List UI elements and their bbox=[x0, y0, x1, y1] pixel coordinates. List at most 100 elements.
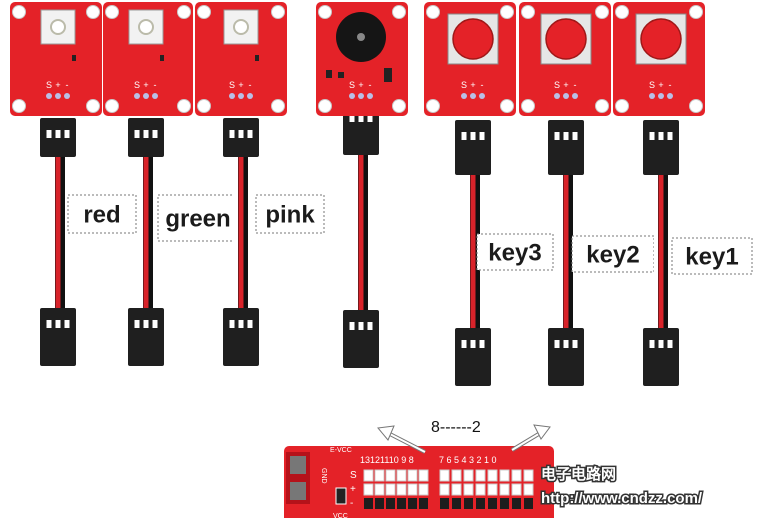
pin-range-annotation: 8------2 bbox=[377, 419, 551, 454]
header-s-pin bbox=[374, 469, 385, 482]
label-box bbox=[255, 194, 325, 234]
connector-pin bbox=[470, 340, 476, 348]
pin-hole bbox=[479, 93, 485, 99]
header-minus-pin bbox=[488, 498, 497, 509]
header-s-pin bbox=[463, 469, 474, 482]
header-minus-pin bbox=[464, 498, 473, 509]
connector-pin bbox=[461, 340, 467, 348]
header-plus-pin bbox=[374, 483, 385, 496]
header-s-pin bbox=[385, 469, 396, 482]
row-label-minus: - bbox=[350, 498, 353, 509]
pin-hole bbox=[229, 93, 235, 99]
led-lens bbox=[50, 19, 66, 35]
mounting-hole bbox=[86, 5, 100, 19]
header-plus-pin bbox=[363, 483, 374, 496]
pin-hole bbox=[46, 93, 52, 99]
watermark-url: http://www.cndzz.com/ bbox=[541, 490, 703, 507]
connector-pin bbox=[479, 132, 485, 140]
connector-housing bbox=[643, 328, 679, 386]
pin-hole bbox=[247, 93, 253, 99]
led-lens bbox=[233, 19, 249, 35]
pcb-board bbox=[103, 2, 193, 116]
mounting-hole bbox=[177, 5, 191, 19]
connector-housing bbox=[643, 120, 679, 175]
pcb-board bbox=[195, 2, 287, 116]
smd-component bbox=[255, 55, 259, 61]
header-s-pin bbox=[439, 469, 450, 482]
cable-red-wire bbox=[563, 173, 569, 328]
pin-label-plus: + bbox=[563, 80, 568, 90]
button-cap bbox=[640, 18, 682, 60]
pin-label-s: S bbox=[349, 80, 355, 90]
cable-white-wire bbox=[234, 155, 238, 308]
connector-pin bbox=[479, 340, 485, 348]
mounting-hole bbox=[689, 5, 703, 19]
cable-red-wire bbox=[55, 155, 61, 308]
label-box bbox=[67, 194, 137, 234]
header-minus-pin bbox=[440, 498, 449, 509]
pin-hole bbox=[572, 93, 578, 99]
mounting-hole bbox=[271, 99, 285, 113]
terminal-screw bbox=[290, 482, 306, 500]
pin-label-minus: - bbox=[154, 80, 157, 90]
connector-pin bbox=[358, 322, 364, 330]
header-s-pin bbox=[396, 469, 407, 482]
buzzer-hole bbox=[357, 33, 365, 41]
header-minus-pin bbox=[524, 498, 533, 509]
connector-housing bbox=[548, 328, 584, 386]
connector-pin bbox=[134, 320, 140, 328]
connector-pin bbox=[649, 340, 655, 348]
pin-hole bbox=[554, 93, 560, 99]
pin-hole bbox=[367, 93, 373, 99]
pin-label-s: S bbox=[554, 80, 560, 90]
pin-hole bbox=[461, 93, 467, 99]
module-led-3: S+-pink bbox=[195, 2, 325, 366]
header-plus-pin bbox=[487, 483, 498, 496]
pin-label-minus: - bbox=[669, 80, 672, 90]
mounting-hole bbox=[105, 5, 119, 19]
cable-white-wire bbox=[466, 173, 470, 328]
mounting-hole bbox=[689, 99, 703, 113]
module-button-6: S+-key2 bbox=[519, 2, 655, 386]
connector-pin bbox=[152, 320, 158, 328]
row-label-plus: + bbox=[350, 484, 356, 495]
header-s-pin bbox=[511, 469, 522, 482]
pin-label-s: S bbox=[461, 80, 467, 90]
mounting-hole bbox=[197, 5, 211, 19]
connector-pin bbox=[143, 130, 149, 138]
connector-pin bbox=[563, 132, 569, 140]
mounting-hole bbox=[595, 5, 609, 19]
mounting-hole bbox=[500, 99, 514, 113]
connector-pin bbox=[349, 114, 355, 122]
arrow-left-head bbox=[377, 425, 395, 441]
mounting-hole bbox=[500, 5, 514, 19]
pin-hole bbox=[134, 93, 140, 99]
pin-label-minus: - bbox=[481, 80, 484, 90]
smd-component bbox=[338, 72, 344, 78]
connector-pin bbox=[470, 132, 476, 140]
pin-numbers-left: 13121110 9 8 bbox=[360, 455, 414, 465]
button-cap bbox=[452, 18, 494, 60]
pin-hole bbox=[649, 93, 655, 99]
mounting-hole bbox=[595, 99, 609, 113]
connector-pin bbox=[46, 130, 52, 138]
connector-pin bbox=[649, 132, 655, 140]
module-led-1: S+-red bbox=[10, 2, 137, 366]
mounting-hole bbox=[197, 99, 211, 113]
header-plus-pin bbox=[418, 483, 429, 496]
module-label: pink bbox=[265, 202, 315, 229]
pin-hole bbox=[238, 93, 244, 99]
pin-label-s: S bbox=[46, 80, 52, 90]
connector-pin bbox=[572, 340, 578, 348]
row-label-s: S bbox=[350, 470, 357, 481]
pcb-board bbox=[10, 2, 102, 116]
connector-pin bbox=[358, 114, 364, 122]
module-led-2: S+-green bbox=[103, 2, 239, 366]
pin-label-minus: - bbox=[369, 80, 372, 90]
module-label: green bbox=[165, 206, 230, 233]
button-cap bbox=[545, 18, 587, 60]
header-minus-pin bbox=[512, 498, 521, 509]
led-lens bbox=[138, 19, 154, 35]
